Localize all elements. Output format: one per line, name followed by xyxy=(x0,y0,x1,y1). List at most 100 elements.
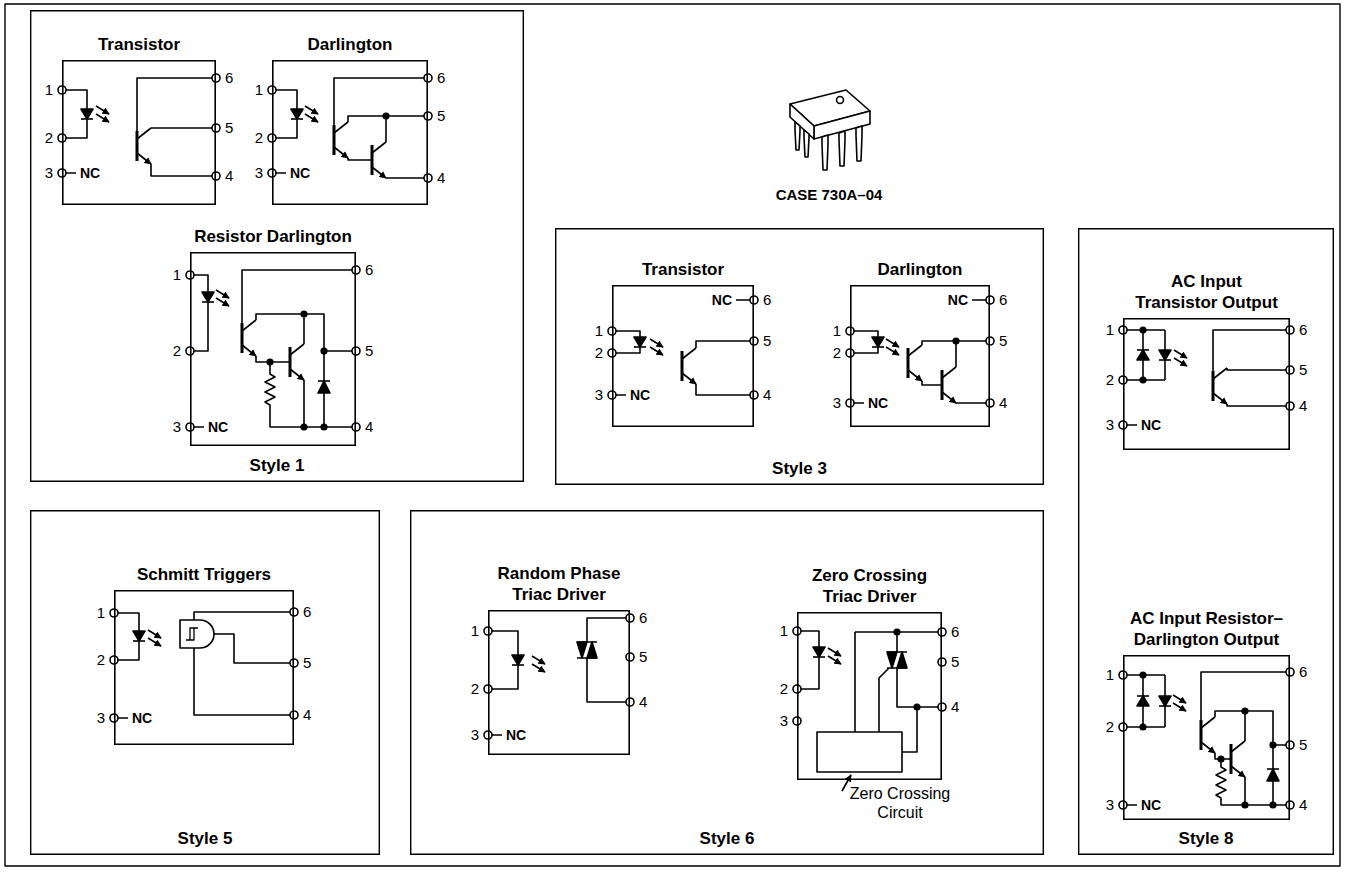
schmitt-trigger-circuit xyxy=(133,631,145,641)
pin-number: 5 xyxy=(639,648,647,666)
pin-number: 6 xyxy=(303,603,311,621)
pin-terminals xyxy=(846,349,854,357)
package-outline: Schmitt TriggersNC xyxy=(114,590,294,745)
ac-input-transistor-circuit xyxy=(1137,350,1149,360)
resistor-darlington-circuit xyxy=(321,348,327,354)
pin-number: 6 xyxy=(365,261,373,279)
random-phase-triac-circuit xyxy=(577,618,630,702)
pin-terminals xyxy=(986,296,994,304)
resistor-darlington-circuit xyxy=(290,344,304,380)
resistor-darlington-circuit xyxy=(318,381,330,393)
pin-number: 1 xyxy=(75,604,105,622)
pin-number: 5 xyxy=(999,332,1007,350)
ac-input-resistor-darlington-circuit xyxy=(1216,763,1226,802)
pin-number: 3 xyxy=(1084,416,1114,434)
pin-terminals xyxy=(290,608,298,616)
pin-number: 4 xyxy=(951,698,959,716)
pin-terminals xyxy=(186,423,194,431)
style-group-box: Schmitt TriggersNCStyle 5 xyxy=(30,510,380,855)
pin-terminals xyxy=(1286,668,1294,676)
nc-label: NC xyxy=(208,418,228,436)
package-illustration xyxy=(795,122,800,150)
transistor-circuit xyxy=(137,128,151,164)
nc-label: NC xyxy=(290,164,310,182)
nc-label: NC xyxy=(506,726,526,744)
pin-number: 6 xyxy=(437,69,445,87)
pin-number: 2 xyxy=(811,344,841,362)
pin-terminals xyxy=(1119,421,1127,429)
package-heading: Resistor Darlington xyxy=(194,226,352,247)
darlington-circuit xyxy=(383,113,389,119)
pin-number: 5 xyxy=(303,654,311,672)
pin-terminals xyxy=(110,656,118,664)
package-outline: Random Phase Triac DriverNC xyxy=(488,610,630,755)
pin-terminals xyxy=(110,714,118,722)
pin-number: 3 xyxy=(151,418,181,436)
nc-label: NC xyxy=(1141,416,1161,434)
pin-terminals xyxy=(986,399,994,407)
pin-number: 6 xyxy=(225,69,233,87)
package-illustration xyxy=(837,97,844,104)
random-phase-triac-circuit xyxy=(488,631,518,735)
style-label: Style 1 xyxy=(30,455,524,476)
ac-input-transistor-circuit xyxy=(1213,330,1290,406)
darlington-circuit xyxy=(334,122,348,158)
zero-crossing-triac-circuit xyxy=(797,631,819,689)
pin-number: 3 xyxy=(573,386,603,404)
ac-input-resistor-darlington-circuit xyxy=(1140,672,1146,678)
ac-input-resistor-darlington-circuit xyxy=(1123,675,1165,805)
pin-terminals xyxy=(1286,366,1294,374)
pin-number: 6 xyxy=(639,609,647,627)
pin-number: 2 xyxy=(75,651,105,669)
pin-number: 4 xyxy=(1299,796,1307,814)
pin-terminals xyxy=(1119,801,1127,809)
ac-input-resistor-darlington-circuit xyxy=(1218,756,1224,762)
resistor-darlington-circuit xyxy=(216,290,229,306)
pin-terminals xyxy=(212,74,220,82)
pin-number: 3 xyxy=(75,709,105,727)
pin-terminals xyxy=(352,266,360,274)
transistor-circuit xyxy=(81,109,93,119)
pin-number: 1 xyxy=(758,622,788,640)
pin-terminals xyxy=(750,337,758,345)
pin-number: 2 xyxy=(23,129,53,147)
ac-input-transistor-circuit xyxy=(1174,350,1187,366)
pin-terminals xyxy=(484,685,492,693)
pin-terminals xyxy=(290,659,298,667)
pin-terminals xyxy=(1286,801,1294,809)
style-group-box: Random Phase Triac DriverNCZero Crossing… xyxy=(410,510,1044,855)
pin-number: 1 xyxy=(151,266,181,284)
ac-input-transistor-circuit xyxy=(1213,368,1227,404)
pin-terminals xyxy=(484,627,492,635)
pin-terminals xyxy=(793,685,801,693)
pin-number: 4 xyxy=(303,706,311,724)
ac-input-transistor-circuit xyxy=(1140,377,1146,383)
pin-terminals xyxy=(290,711,298,719)
darlington-circuit xyxy=(850,300,990,403)
package-heading: AC Input Resistor–Darlington Output xyxy=(1122,608,1292,650)
package-heading: Random Phase Triac Driver xyxy=(489,563,629,605)
ac-input-resistor-darlington-circuit xyxy=(1270,742,1276,748)
package-outline: Resistor DarlingtonNC xyxy=(190,252,356,446)
transistor-circuit xyxy=(682,348,696,384)
pin-number: 6 xyxy=(763,291,771,309)
package-heading: Zero Crossing Triac Driver xyxy=(800,565,940,607)
pin-number: 6 xyxy=(1299,663,1307,681)
pin-terminals xyxy=(268,169,276,177)
pin-number: 1 xyxy=(1084,666,1114,684)
nc-label: NC xyxy=(132,709,152,727)
resistor-darlington-circuit xyxy=(301,424,307,430)
pin-number: 2 xyxy=(233,129,263,147)
package-heading: Darlington xyxy=(878,259,963,280)
ac-input-resistor-darlington-circuit xyxy=(1173,695,1186,711)
pin-terminals xyxy=(626,614,634,622)
pin-terminals xyxy=(58,169,66,177)
transistor-circuit xyxy=(137,78,216,176)
darlington-circuit xyxy=(334,78,428,178)
nc-label: NC xyxy=(868,394,888,412)
pin-terminals xyxy=(1119,326,1127,334)
pin-terminals xyxy=(793,717,801,725)
ac-input-resistor-darlington-circuit xyxy=(1231,741,1245,777)
pin-number: 1 xyxy=(573,322,603,340)
